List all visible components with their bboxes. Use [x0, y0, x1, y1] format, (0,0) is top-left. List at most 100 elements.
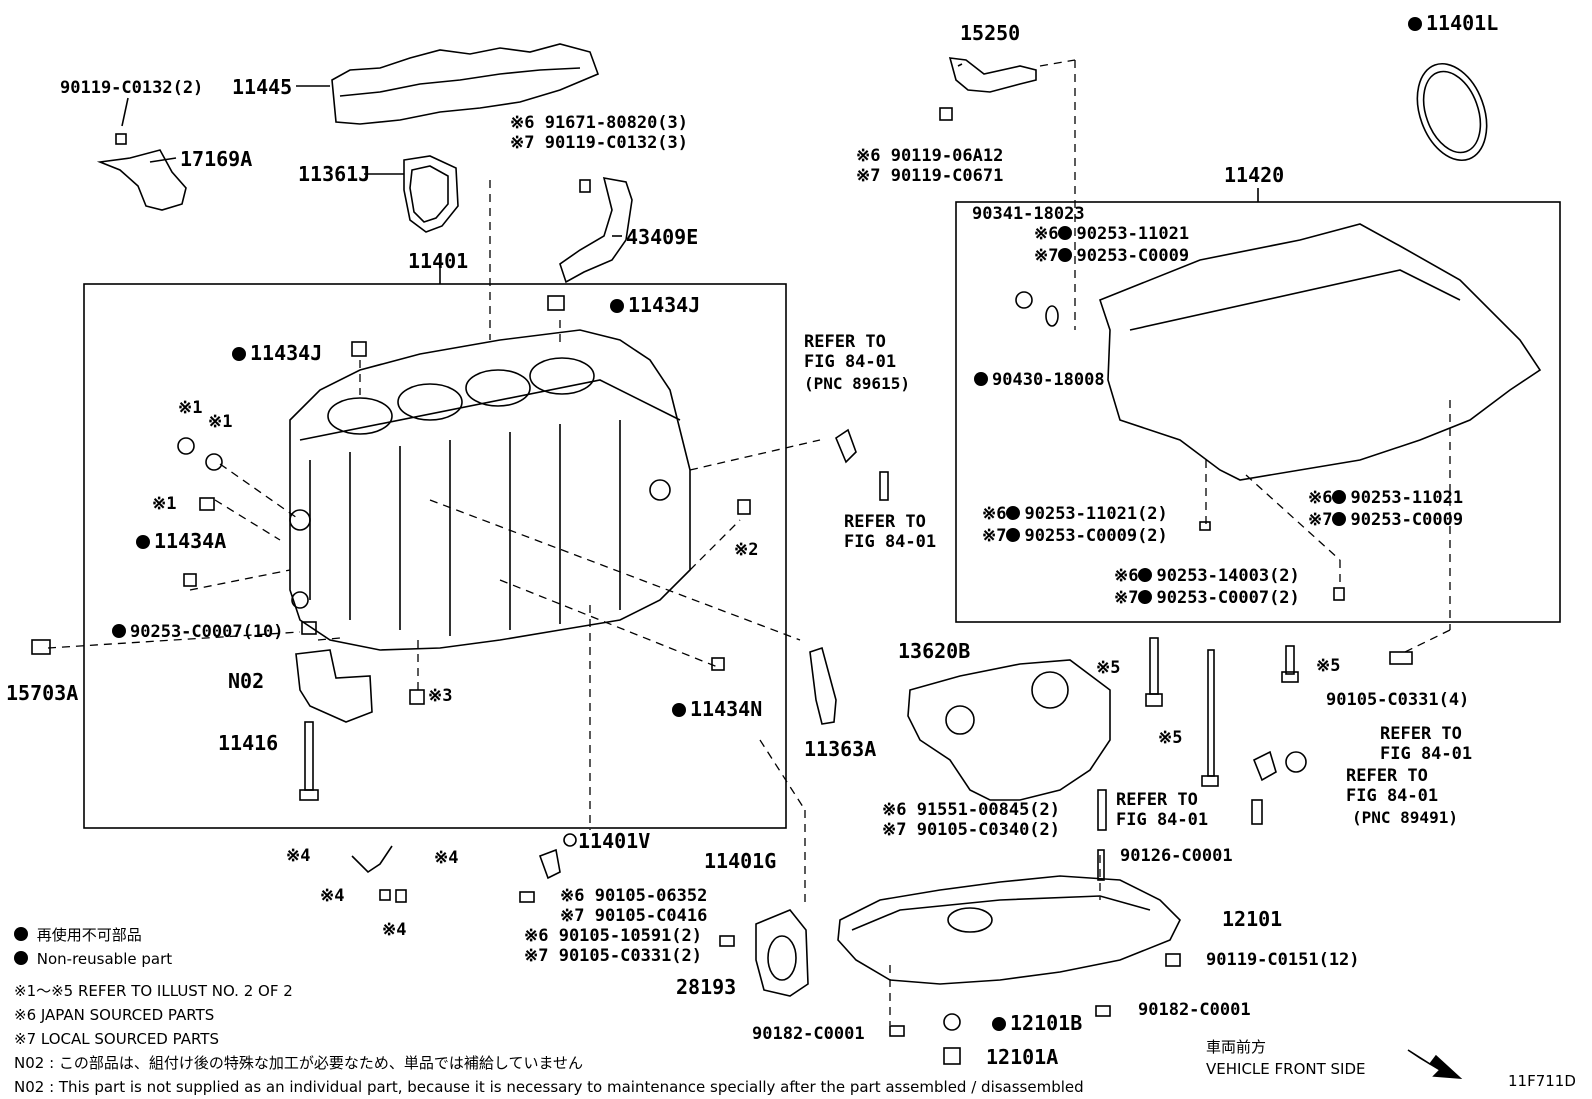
part-label: ※7 90119-C0671 [856, 166, 1004, 186]
legend-n02-en: N02 : This part is not supplied as an in… [14, 1078, 1084, 1096]
refer-label: FIG 84-01 [844, 532, 937, 552]
part-label: 12101B [992, 1012, 1082, 1034]
legend-n02-jp: N02 : この部品は、組付け後の特殊な加工が必要なため、単品では補給していませ… [14, 1054, 584, 1072]
refer-label: REFER TO [844, 512, 926, 532]
part-label: ※6 90119-06A12 [856, 146, 1004, 166]
note-mark: ※6 [1114, 566, 1139, 586]
legend-note-1-5: ※1～※5 REFER TO ILLUST NO. 2 OF 2 [14, 982, 293, 1000]
refer-label: REFER TO [1116, 790, 1198, 810]
note-mark: ※6 [1034, 224, 1059, 244]
legend-text: Non-reusable part [36, 950, 173, 968]
part-label: ※7 90119-C0132(3) [510, 133, 689, 153]
part-label: ※7 90105-C0340(2) [882, 820, 1061, 840]
note-mark: ※7 [982, 526, 1007, 546]
part-label: 11416 [218, 731, 279, 755]
part-label: 90182-C0001 [752, 1024, 865, 1044]
part-label: ※6 91671-80820(3) [510, 113, 689, 133]
part-label: ※7 90253-C0009 [1308, 510, 1463, 530]
part-label: 11401 [408, 249, 469, 273]
note-mark: ※7 [1114, 588, 1139, 608]
part-label: ※7 90105-C0331(2) [524, 946, 703, 966]
part-code: 90253-C0007(2) [1156, 588, 1300, 608]
note-label: ※5 [1316, 656, 1341, 676]
note-label: ※4 [382, 920, 407, 940]
part-label: ※7 90253-C0007(2) [1114, 588, 1300, 608]
refer-label: REFER TO [804, 332, 886, 352]
note-label: ※5 [1158, 728, 1183, 748]
part-label: ※6 90105-10591(2) [524, 926, 703, 946]
part-label: 12101A [986, 1045, 1059, 1069]
note-label: ※2 [734, 540, 759, 560]
refer-label: FIG 84-01 [1346, 786, 1439, 806]
part-label: ※6 90253-11021 [1308, 488, 1463, 508]
refer-label: FIG 84-01 [1380, 744, 1473, 764]
part-code: 90253-C0009(2) [1024, 526, 1168, 546]
part-label: 11363A [804, 737, 877, 761]
part-label: 90105-C0331(4) [1326, 690, 1470, 710]
part-label: 28193 [676, 975, 737, 999]
note-label: ※3 [428, 686, 453, 706]
part-code: 11434J [250, 341, 323, 365]
part-code: 90430-18008 [992, 370, 1105, 390]
part-label: 11434J [610, 294, 700, 316]
legend-nonreusable-en: Non-reusable part [14, 950, 172, 968]
part-label: 90341-18023 [972, 204, 1085, 224]
part-label: 15250 [960, 21, 1021, 45]
legend-text: 再使用不可部品 [36, 926, 142, 944]
vehicle-front-en: VEHICLE FRONT SIDE [1206, 1060, 1366, 1078]
figure-id: 11F711D [1508, 1072, 1576, 1090]
part-label: 90182-C0001 [1138, 1000, 1251, 1020]
note-mark: ※6 [1308, 488, 1333, 508]
part-code: 11434J [628, 293, 701, 317]
part-label: 11434N [672, 698, 762, 720]
part-label: 43409E [626, 225, 699, 249]
part-code: 11434A [154, 529, 227, 553]
part-label: 13620B [898, 639, 971, 663]
engine-block-frame [83, 283, 787, 829]
note-label: ※4 [286, 846, 311, 866]
refer-label: REFER TO [1380, 724, 1462, 744]
note-mark: ※6 [982, 504, 1007, 524]
note-label: ※1 [152, 494, 177, 514]
part-label: 11420 [1224, 163, 1285, 187]
part-label: 15703A [6, 681, 79, 705]
legend-note-6: ※6 JAPAN SOURCED PARTS [14, 1006, 215, 1024]
part-label: 11361J [298, 162, 371, 186]
part-label: 90430-18008 [974, 370, 1105, 390]
part-code: 90253-C0009 [1076, 246, 1190, 266]
part-code: 11434N [690, 697, 763, 721]
part-label: 11401G [704, 849, 777, 873]
part-code: 90253-C0009 [1350, 510, 1464, 530]
refer-label: (PNC 89491) [1352, 808, 1458, 827]
part-label: ※7 90253-C0009(2) [982, 526, 1168, 546]
note-label: ※1 [178, 398, 203, 418]
part-label: 17169A [180, 147, 253, 171]
part-label: ※6 90253-14003(2) [1114, 566, 1300, 586]
part-label: 90253-C0007(10) [112, 622, 284, 642]
part-label: 90119-C0132(2) [60, 78, 204, 98]
note-mark: ※7 [1308, 510, 1333, 530]
refer-label: FIG 84-01 [1116, 810, 1209, 830]
part-label: ※7 90105-C0416 [560, 906, 708, 926]
vehicle-front-jp: 車両前方 [1206, 1038, 1267, 1056]
part-label: 90126-C0001 [1120, 846, 1233, 866]
legend-nonreusable-jp: 再使用不可部品 [14, 926, 142, 944]
part-code: 90253-14003(2) [1156, 566, 1300, 586]
note-label: ※5 [1096, 658, 1121, 678]
part-label: 11445 [232, 75, 293, 99]
part-label: 90119-C0151(12) [1206, 950, 1360, 970]
part-label: 11434J [232, 342, 322, 364]
note-label: ※4 [434, 848, 459, 868]
part-code: 11401L [1426, 11, 1499, 35]
part-label: ※6 90105-06352 [560, 886, 708, 906]
part-code: 90253-11021 [1350, 488, 1464, 508]
part-code: 90253-C0007(10) [130, 622, 284, 642]
part-label: 11401L [1408, 12, 1498, 34]
refer-label: REFER TO [1346, 766, 1428, 786]
part-code: 12101B [1010, 1011, 1083, 1035]
part-label: N02 [228, 669, 265, 693]
